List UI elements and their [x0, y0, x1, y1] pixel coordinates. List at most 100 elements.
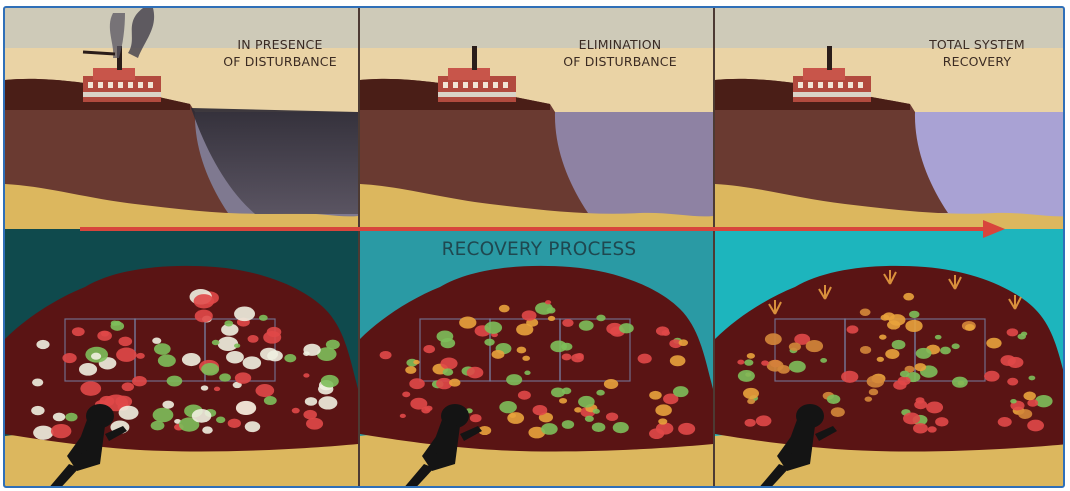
coral	[746, 352, 755, 359]
coral	[997, 417, 1012, 427]
coral	[1010, 398, 1017, 404]
coral	[1027, 399, 1039, 407]
coral	[263, 396, 277, 406]
coral	[805, 340, 824, 353]
coral	[737, 369, 755, 382]
coral	[903, 412, 921, 425]
coral	[1020, 331, 1028, 337]
coral	[859, 346, 872, 354]
surface-scene	[715, 8, 1063, 229]
coral	[227, 418, 241, 428]
coral	[669, 355, 686, 367]
factory	[438, 46, 516, 102]
coral	[1018, 409, 1033, 419]
coral	[934, 334, 942, 340]
reef	[5, 265, 358, 452]
coral	[575, 353, 584, 360]
coral	[612, 421, 629, 434]
coral	[846, 325, 859, 334]
factory-window	[88, 82, 93, 88]
coral	[584, 415, 594, 422]
coral	[121, 382, 135, 392]
coral	[926, 401, 944, 414]
coral	[399, 413, 406, 419]
panel-disturbance	[5, 8, 358, 486]
coral	[91, 352, 102, 360]
title-line-2: RECOVERY	[942, 54, 1012, 69]
smoke-plume	[128, 8, 155, 58]
coral	[379, 350, 392, 360]
title-line-1: IN PRESENCE	[237, 37, 323, 52]
coral	[658, 418, 668, 425]
title-line-2: OF DISTURBANCE	[223, 54, 337, 69]
coral	[672, 386, 689, 398]
coral	[217, 336, 239, 352]
factory-window	[108, 82, 113, 88]
coral	[136, 352, 145, 359]
coral	[224, 320, 234, 327]
coral	[255, 384, 275, 398]
coral	[820, 358, 828, 363]
recovery-diagram: IN PRESENCE OF DISTURBANCE ELIMINATION O…	[3, 6, 1065, 488]
coral	[306, 417, 324, 430]
coral	[194, 309, 213, 323]
coral	[242, 356, 262, 370]
coral	[110, 320, 119, 326]
coral	[62, 353, 77, 364]
panel-recovery	[715, 8, 1063, 486]
coral	[663, 393, 679, 405]
coral	[466, 366, 484, 379]
coral	[247, 335, 259, 343]
coral	[202, 426, 213, 434]
coral	[661, 330, 670, 336]
coral	[986, 337, 1002, 349]
coral	[402, 391, 411, 398]
factory-window	[463, 82, 468, 88]
coral	[909, 310, 920, 319]
coral	[619, 323, 634, 334]
branching-coral	[768, 300, 782, 315]
recovery-arrow-head	[983, 220, 1005, 238]
panel-title-recovery: TOTAL SYSTEM RECOVERY	[902, 36, 1052, 70]
seabed-sand	[715, 184, 1063, 229]
coral	[868, 388, 879, 396]
coral	[221, 323, 239, 336]
coral	[118, 336, 133, 347]
coral	[152, 407, 174, 423]
coral	[913, 423, 928, 434]
coral	[71, 327, 85, 337]
smoke-plume	[109, 13, 125, 58]
coral	[1007, 356, 1024, 368]
coral	[562, 318, 574, 327]
factory	[83, 8, 161, 102]
factory-window	[798, 82, 803, 88]
factory-window	[483, 82, 488, 88]
seabed-sand	[5, 184, 358, 229]
coral	[951, 343, 960, 350]
coral	[596, 389, 605, 396]
diver-leg	[405, 464, 434, 486]
reef-scene	[5, 229, 358, 486]
panel-title-elimination: ELIMINATION OF DISTURBANCE	[545, 36, 695, 70]
coral	[866, 375, 885, 388]
factory-window	[128, 82, 133, 88]
coral	[516, 323, 534, 336]
sky-haze	[715, 8, 1063, 48]
coral	[1028, 375, 1036, 381]
coral	[744, 359, 754, 366]
coral	[478, 425, 492, 436]
reef-scene	[360, 229, 713, 486]
coral	[132, 376, 147, 387]
coral	[162, 400, 175, 409]
coral	[927, 426, 937, 433]
coral	[561, 353, 572, 361]
coral	[424, 405, 433, 412]
diagram-illustration	[5, 8, 1063, 486]
coral	[605, 412, 619, 422]
coral	[649, 428, 665, 439]
recovery-process-label: RECOVERY PROCESS	[441, 239, 637, 260]
coral	[1023, 391, 1036, 401]
coral	[550, 387, 566, 398]
coral	[904, 365, 915, 373]
coral	[744, 418, 756, 427]
